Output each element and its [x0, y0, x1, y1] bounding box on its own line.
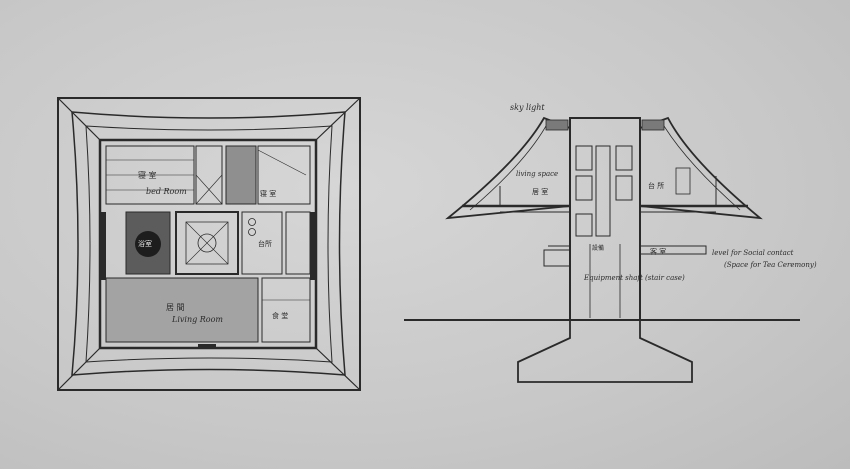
storage: [285, 211, 311, 275]
hip-line-sw: [57, 347, 101, 391]
foundation: [517, 320, 693, 383]
room-a-jp-label: 寝 室: [260, 189, 276, 198]
bath-jp-label: 浴室: [138, 239, 152, 248]
skylight-right: [641, 119, 665, 131]
social-jp-label: 客 室: [650, 247, 666, 256]
hip-line-se: [315, 347, 361, 391]
left-roof: [445, 116, 571, 220]
right-roof: [639, 116, 763, 220]
wc-block: [225, 145, 257, 205]
skylight-left: [545, 119, 569, 131]
closet: [195, 145, 223, 205]
stair-core: [175, 211, 239, 275]
living-space-label: living space: [516, 170, 558, 178]
bed-room-label: bed Room: [146, 187, 187, 196]
kitchen: [241, 211, 283, 275]
sky-light-label: sky light: [510, 103, 545, 112]
roof-outline: [57, 97, 361, 391]
floor-plan: [57, 97, 361, 391]
service-jp-label: 設備: [592, 244, 604, 252]
dining-jp-label: 食 堂: [272, 311, 288, 320]
social-level-slab: [639, 245, 707, 255]
kitchen-jp-label: 台所: [258, 239, 272, 248]
dining-room: [261, 277, 311, 343]
bed-room-jp-label: 寝 室: [138, 170, 157, 180]
equipment-shaft-label: Equipment shaft (stair case): [583, 274, 685, 282]
kitchen-jp-section-label: 台 所: [648, 181, 664, 190]
hip-line-ne: [315, 97, 361, 141]
hip-line-nw: [57, 97, 101, 141]
inner-eave: [85, 125, 333, 363]
living-room-label: Living Room: [171, 315, 223, 324]
living-room-jp-label: 居 間: [166, 303, 185, 312]
section-drawing: [404, 116, 800, 383]
tea-ceremony-label: (Space for Tea Ceremony): [724, 261, 817, 269]
living-space-jp-label: 居 室: [532, 187, 548, 196]
equipment-shaft: [569, 117, 641, 321]
social-level-label: level for Social contact: [712, 249, 794, 257]
living-room: [105, 277, 259, 343]
